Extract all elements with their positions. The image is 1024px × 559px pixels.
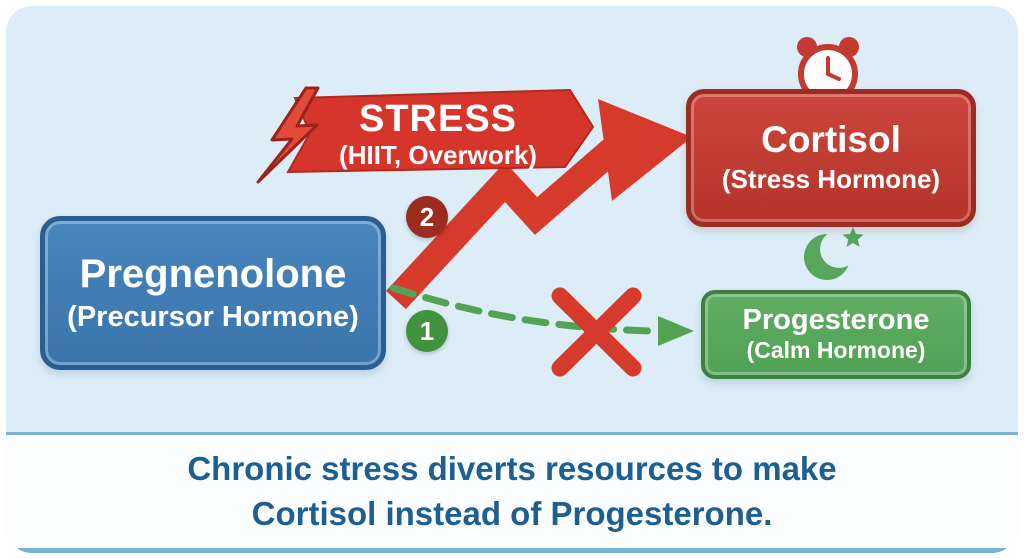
badge-step-2: 2 [406, 196, 448, 238]
caption-line-2: Cortisol instead of Progesterone. [251, 494, 773, 532]
cortisol-box: Cortisol (Stress Hormone) [686, 89, 976, 227]
caption-band: Chronic stress diverts resources to make… [6, 432, 1018, 553]
cortisol-subtitle: (Stress Hormone) [721, 163, 941, 194]
caption-line-1: Chronic stress diverts resources to make [187, 449, 837, 487]
cortisol-title: Cortisol [761, 119, 901, 161]
badge-step-1: 1 [406, 310, 448, 352]
pregnenolone-title: Pregnenolone [79, 251, 347, 296]
progesterone-title: Progesterone [742, 303, 930, 336]
pregnenolone-box: Pregnenolone (Precursor Hormone) [40, 216, 386, 370]
progesterone-subtitle: (Calm Hormone) [746, 337, 926, 364]
stress-banner: STRESS (HIIT, Overwork) [312, 100, 564, 171]
stress-banner-title: STRESS [358, 98, 518, 140]
progesterone-box: Progesterone (Calm Hormone) [701, 290, 971, 379]
stress-banner-subtitle: (HIIT, Overwork) [339, 140, 537, 170]
pregnenolone-subtitle: (Precursor Hormone) [67, 300, 359, 333]
